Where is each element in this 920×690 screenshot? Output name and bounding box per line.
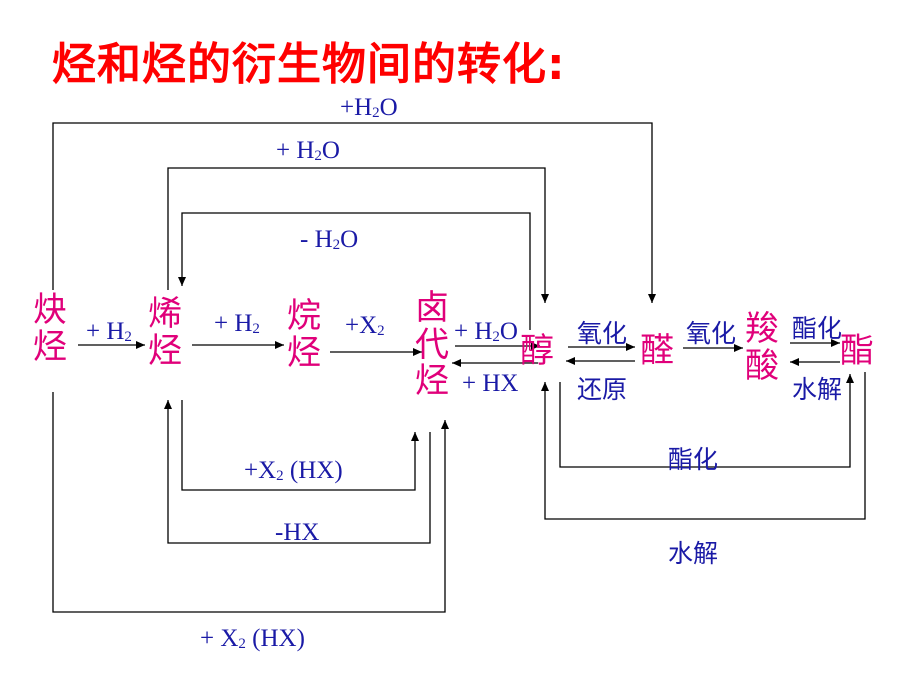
arrow-alkene-to-alcohol — [167, 167, 549, 303]
label-reduction: 还原 — [577, 375, 628, 404]
node-alkene-char-2: 烃 — [148, 330, 182, 371]
label-hydrolysis-2: 水解 — [668, 539, 719, 568]
node-alkyne-char-2: 烃 — [33, 326, 67, 367]
node-alkyne-char-1: 炔 — [33, 290, 67, 330]
node-alkane: 烷 烃 — [287, 298, 321, 371]
arrow-alkene-to-halide — [181, 400, 419, 491]
label-alkyne-to-alkene: + H2 — [86, 318, 132, 345]
node-ester: 酯 — [840, 331, 874, 371]
label-esterify-2: 酯化 — [668, 445, 719, 474]
label-top-h2o-1: +H2O — [340, 94, 398, 121]
label-halide-to-alkene: -HX — [275, 519, 320, 546]
arrow-halide-to-alkene — [164, 400, 431, 544]
node-aldehyde: 醛 — [640, 331, 674, 371]
node-acid-char-2: 酸 — [745, 345, 779, 386]
node-acid: 羧 酸 — [745, 311, 779, 384]
label-alkene-to-halide: +X2 (HX) — [244, 457, 343, 484]
node-halide: 卤 代 烃 — [415, 290, 449, 400]
arrow-alcohol-to-alkene — [178, 212, 531, 330]
label-top-h2o-2: + H2O — [276, 137, 340, 164]
node-halide-char-2: 代 — [415, 324, 449, 365]
label-minus-h2o: - H2O — [300, 226, 359, 253]
page-title: 烃和烃的衍生物间的转化: — [52, 39, 566, 90]
label-hydrolysis-1: 水解 — [792, 375, 843, 404]
arrow-alcohol-to-ester — [559, 374, 854, 468]
label-halide-to-alcohol: + H2O — [454, 318, 518, 345]
label-oxidation-2: 氧化 — [686, 319, 737, 348]
arrow-alkyne-to-halide — [52, 392, 449, 613]
node-halide-char-1: 卤 — [415, 288, 449, 328]
label-alkane-to-halide: +X2 — [345, 312, 385, 339]
arrow-alkyne-to-aldehyde — [52, 122, 656, 303]
node-alcohol: 醇 — [520, 331, 554, 371]
label-oxidation-1: 氧化 — [577, 319, 628, 348]
node-alkyne: 炔 烃 — [33, 292, 67, 365]
node-alkane-char-2: 烃 — [287, 332, 321, 373]
arrow-ester-to-alcohol — [541, 372, 866, 520]
label-alkene-to-alkane: + H2 — [214, 310, 260, 337]
node-alkane-char-1: 烷 — [287, 296, 321, 336]
label-esterify-1: 酯化 — [792, 314, 843, 343]
node-halide-char-3: 烃 — [415, 361, 449, 402]
label-alkyne-to-halide: + X2 (HX) — [200, 625, 305, 652]
node-acid-char-1: 羧 — [745, 309, 779, 349]
node-alkene: 烯 烃 — [148, 296, 182, 369]
label-alcohol-to-halide: + HX — [462, 370, 519, 397]
node-alkene-char-1: 烯 — [148, 294, 182, 334]
